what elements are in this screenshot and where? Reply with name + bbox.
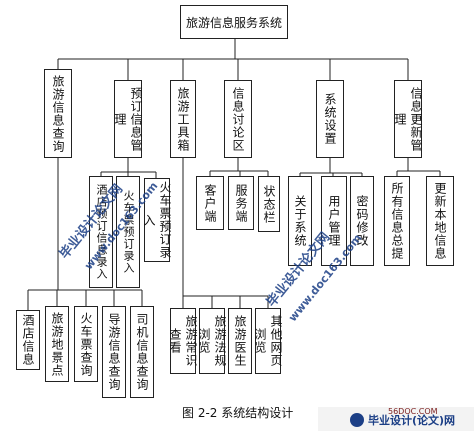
node-info-update-management: 信息更新管理 [393,80,423,158]
logo-icon [350,413,364,427]
node-other-web-browse: 其他网页浏览 [253,308,283,374]
node-tour-guide-query: 导游信息查询 [102,306,126,398]
node-travel-toolbox: 旅游工具箱 [170,80,196,158]
footer-watermark-logo: 56DOC.COM 毕业设计(论文)网 [318,407,474,431]
node-travel-law-browse: 旅游法规浏览 [197,308,227,374]
node-travel-info-query: 旅游信息查询 [44,69,72,158]
node-travel-doctor: 旅游医生 [228,308,252,374]
node-password-change: 密码修改 [350,176,374,266]
node-forum-status-bar: 状态栏 [258,176,280,232]
node-forum-client: 客户端 [196,176,224,230]
node-travel-common-sense: 旅游常识查看 [168,308,198,374]
node-hotel-booking-entry: 酒店预订信息录入 [89,176,113,288]
node-system-settings: 系统设置 [316,80,344,158]
node-driver-info-query: 司机信息查询 [130,306,154,398]
root-box-system: 旅游信息服务系统 [180,5,288,39]
node-booking-management: 预订信息管理 [113,80,143,158]
node-discussion-forum: 信息讨论区 [224,80,252,158]
footer-site-text: 56DOC.COM [388,407,438,416]
node-train-ticket-query: 火车票查询 [74,306,98,382]
node-user-management: 用户管理 [321,176,347,266]
node-train-ticket-booking-entry-2: 火车票预订录入 [142,178,172,262]
node-train-ticket-booking-entry: 火车票预订录入 [116,176,140,288]
node-scenic-spots: 旅游地景点 [45,306,69,382]
node-forum-server: 服务端 [228,176,254,230]
figure-caption: 图 2-2 系统结构设计 [182,406,294,420]
node-all-info-summary: 所有信息总提 [384,176,410,266]
node-about-system: 关于系统 [288,176,312,266]
node-update-local-info: 更新本地信息 [426,176,454,266]
footer-brand-text: 毕业设计(论文)网 [368,414,456,427]
node-hotel-info: 酒店信息 [16,310,40,370]
